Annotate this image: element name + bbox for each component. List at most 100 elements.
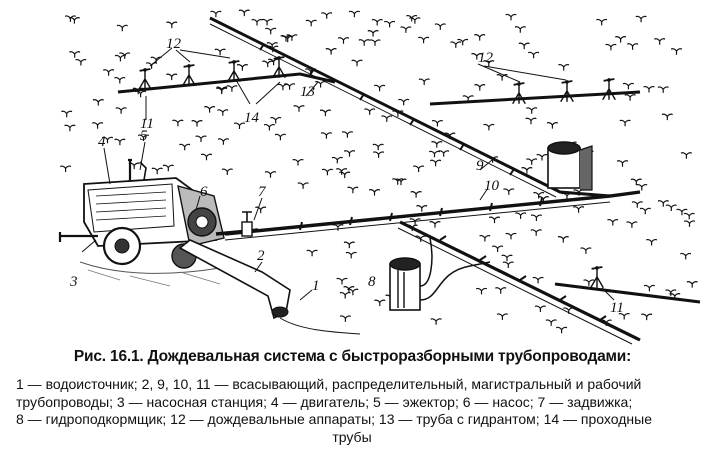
plant-sprout — [661, 113, 673, 121]
plant-sprout — [320, 132, 332, 140]
plant-sprout — [580, 247, 592, 255]
plant-sprout — [369, 189, 380, 197]
legend-line-2: трубопроводы; 3 — насосная станция; 4 — … — [16, 393, 633, 410]
plant-sprout — [369, 39, 381, 47]
plant-sprout — [505, 232, 517, 240]
plant-sprout — [489, 216, 500, 224]
plant-sprout — [371, 18, 383, 27]
plant-sprout — [331, 156, 343, 164]
plant-sprout — [236, 64, 248, 72]
plant-sprout — [596, 18, 608, 26]
plant-sprout — [374, 84, 386, 92]
plant-sprout — [573, 206, 585, 214]
plant-sprout — [496, 313, 508, 321]
legend-line-4: трубы — [332, 428, 372, 445]
plant-sprout — [626, 221, 638, 229]
plant-sprout — [683, 212, 695, 220]
plant-sprout — [483, 123, 495, 131]
plant-sprout — [665, 204, 677, 212]
plant-sprout — [372, 143, 384, 151]
plant-sprout — [115, 107, 127, 115]
callout-labels: 4 5 6 7 2 1 3 8 9 10 11 11 12 12 13 14 — [69, 36, 624, 316]
label-1: 1 — [312, 278, 320, 294]
hydro-feeder — [389, 237, 491, 311]
plant-sprout — [686, 281, 698, 289]
plant-sprout — [615, 36, 627, 44]
figure-legend: 1 — водоисточник; 2, 9, 10, 11 — всасыва… — [16, 376, 688, 446]
plant-sprout — [116, 24, 128, 32]
plant-sprout — [605, 43, 617, 51]
plant-sprout — [339, 171, 351, 179]
plant-sprout — [338, 37, 349, 45]
plant-sprout — [431, 119, 443, 128]
plant-sprout — [344, 150, 355, 158]
label-12-right: 12 — [478, 50, 494, 66]
plant-sprout — [479, 234, 491, 243]
plant-sprout — [358, 39, 370, 47]
plant-sprout — [201, 153, 212, 161]
irrigation-system-drawing: 4 5 6 7 2 1 3 8 9 10 11 11 12 12 13 14 — [58, 9, 701, 345]
plant-sprout — [607, 218, 619, 227]
plant-sprout — [238, 9, 250, 17]
plant-sprout — [321, 168, 333, 176]
plant-sprout — [680, 152, 692, 160]
plant-sprout — [502, 261, 514, 269]
plant-sprout — [261, 18, 273, 26]
plant-sprout — [400, 26, 412, 34]
plant-sprout — [114, 138, 126, 146]
plant-sprout — [341, 131, 353, 139]
plant-sprout — [217, 138, 229, 146]
plant-sprout — [166, 73, 178, 81]
plant-sprout — [64, 124, 76, 132]
label-3: 3 — [69, 274, 78, 290]
plant-sprout — [534, 305, 546, 313]
plant-sprout — [545, 319, 557, 327]
plant-sprout — [474, 34, 486, 42]
plant-sprout — [226, 85, 238, 93]
plant-sprout — [430, 159, 442, 167]
plant-sprout — [476, 287, 487, 295]
plant-sprout — [162, 164, 174, 172]
plant-sprout — [305, 19, 317, 27]
plant-sprout — [536, 153, 548, 162]
plant-sprout — [398, 98, 410, 106]
label-10: 10 — [484, 178, 500, 194]
plant-sprout — [505, 13, 517, 21]
plant-sprout — [450, 41, 462, 49]
plant-sprout — [622, 82, 634, 90]
plant-sprout — [381, 115, 393, 123]
plant-sprout — [646, 238, 658, 247]
label-7: 7 — [258, 184, 267, 200]
plant-sprout — [528, 51, 540, 59]
plant-sprout — [348, 10, 360, 18]
plant-sprout — [515, 212, 527, 220]
plant-sprout — [332, 224, 344, 232]
plant-sprout — [641, 313, 653, 321]
plant-sprout — [315, 80, 327, 89]
plant-sprout — [429, 150, 440, 158]
plant-sprout — [474, 84, 486, 92]
plant-sprout — [343, 241, 355, 249]
plant-sprout — [75, 58, 87, 67]
plant-sprout — [221, 168, 233, 176]
plant-sprout — [251, 18, 263, 27]
plant-sprout — [345, 251, 357, 259]
plant-sprout — [172, 119, 184, 127]
plant-sprout — [306, 249, 318, 257]
plant-sprout — [60, 165, 72, 173]
plant-sprout — [631, 201, 643, 209]
plant-sprout — [530, 229, 542, 237]
plant-sprout — [339, 291, 351, 300]
leader-lines — [81, 47, 615, 301]
plant-sprout — [297, 182, 309, 190]
label-12-left: 12 — [166, 36, 182, 52]
plant-sprout — [518, 42, 530, 50]
label-5: 5 — [140, 128, 148, 144]
plant-sprout — [321, 12, 333, 20]
plant-sprout — [503, 188, 515, 196]
plant-sprout — [532, 276, 544, 284]
plant-sprout — [636, 183, 648, 192]
plant-sprout — [339, 315, 351, 323]
plant-sprout — [69, 51, 81, 59]
plant-sprout — [434, 23, 446, 31]
